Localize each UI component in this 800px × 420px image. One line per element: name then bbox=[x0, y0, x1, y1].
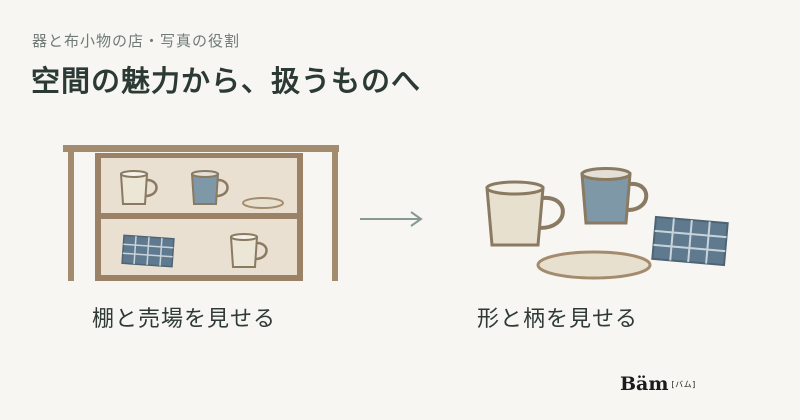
textile-icon bbox=[121, 234, 175, 268]
plate-icon bbox=[242, 197, 284, 209]
caption-shelf: 棚と売場を見せる bbox=[92, 307, 277, 332]
arrow-right-icon bbox=[360, 211, 423, 227]
textile-icon bbox=[651, 215, 729, 267]
shelf-top-rail bbox=[63, 145, 339, 152]
plate-icon bbox=[536, 250, 652, 280]
shelf-inner-top bbox=[95, 153, 303, 158]
mug-icon bbox=[229, 233, 268, 268]
shelf-bottom-board bbox=[95, 275, 303, 281]
caption-products: 形と柄を見せる bbox=[477, 307, 639, 332]
logo-reading: [バム] bbox=[671, 380, 696, 389]
mug-icon bbox=[119, 170, 158, 205]
shelf-icon bbox=[63, 145, 339, 281]
subtitle: 器と布小物の店・写真の役割 bbox=[32, 32, 241, 50]
mug-icon bbox=[580, 167, 649, 225]
page-title: 空間の魅力から、扱うものへ bbox=[31, 64, 422, 98]
shelf-leg-left bbox=[68, 145, 74, 281]
shelf-leg-right bbox=[332, 145, 338, 281]
mug-icon bbox=[190, 170, 229, 205]
mug-icon bbox=[485, 180, 565, 247]
brand-logo: Bäm [バム] bbox=[620, 370, 696, 394]
logo-wordmark: Bäm bbox=[620, 373, 669, 395]
shelf-middle-board bbox=[95, 213, 303, 219]
